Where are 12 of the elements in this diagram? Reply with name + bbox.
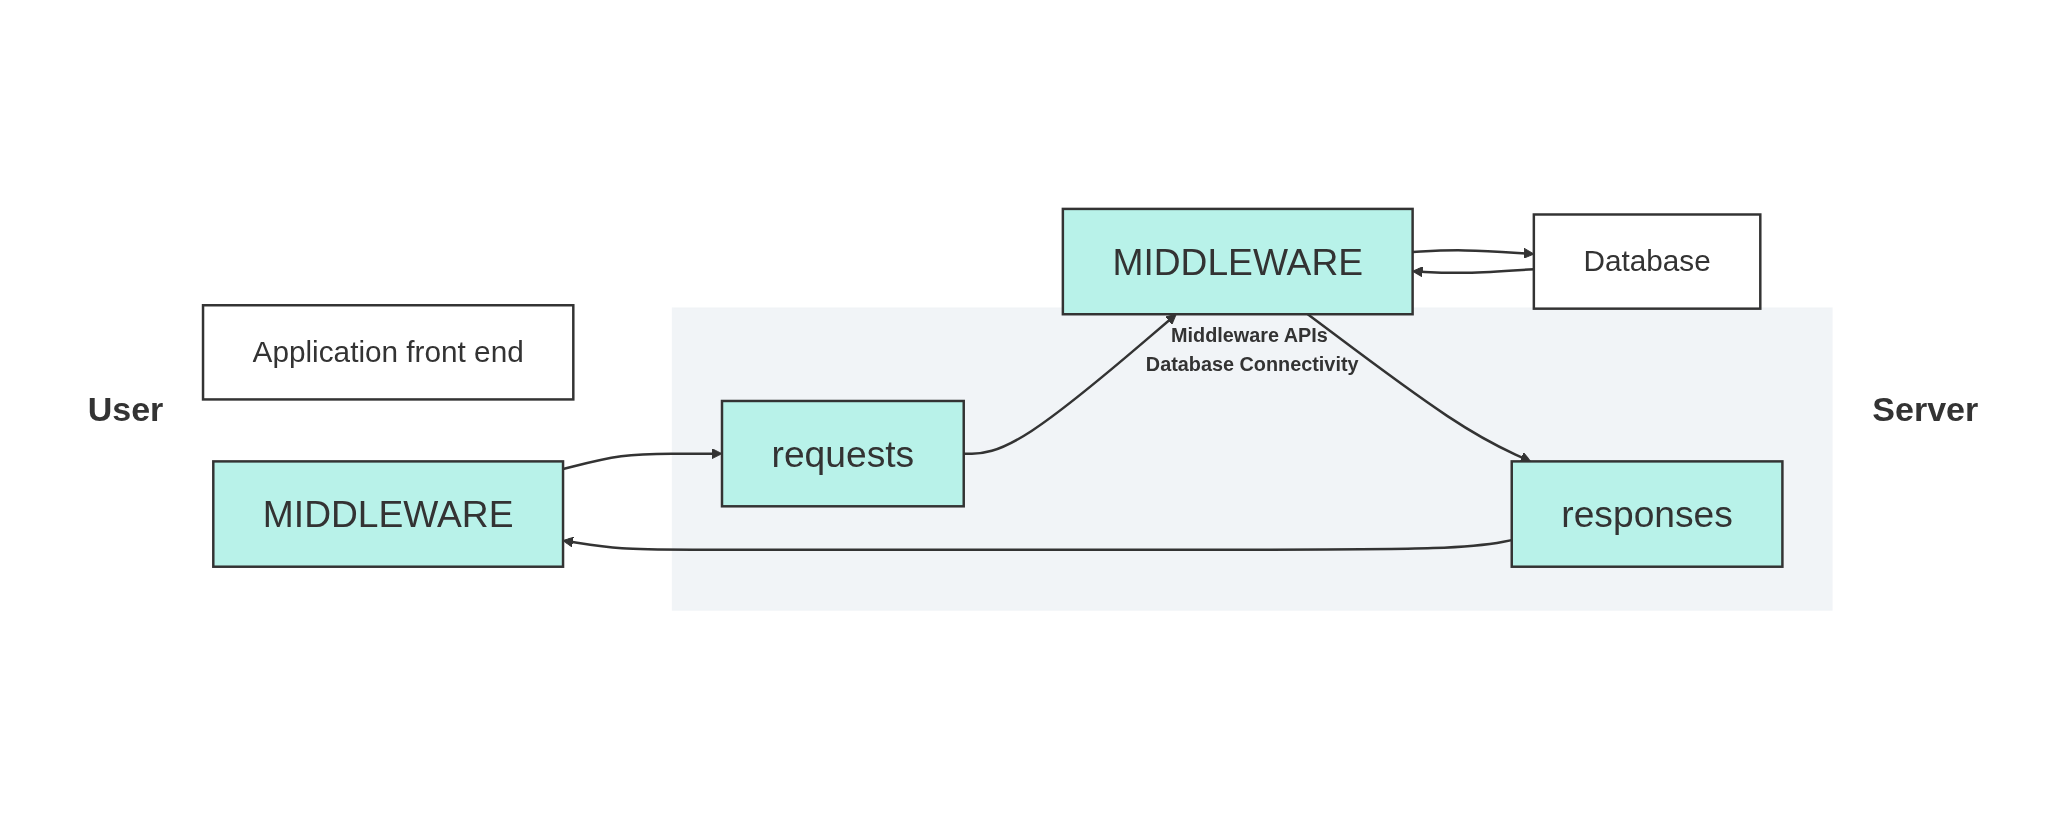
node-box: Application front end <box>202 303 575 401</box>
node-box: Database <box>1532 212 1762 310</box>
arrow <box>964 313 1178 455</box>
arrow <box>1412 247 1535 259</box>
node-box: MIDDLEWARE <box>1062 207 1415 315</box>
node-box: requests <box>721 399 966 508</box>
group-heading: User <box>87 389 164 429</box>
node-box: MIDDLEWARE <box>212 459 565 568</box>
node-box: responses <box>1510 459 1784 568</box>
group-heading: Server <box>1872 389 1979 429</box>
arrow <box>563 447 723 470</box>
arrow <box>1412 265 1535 277</box>
